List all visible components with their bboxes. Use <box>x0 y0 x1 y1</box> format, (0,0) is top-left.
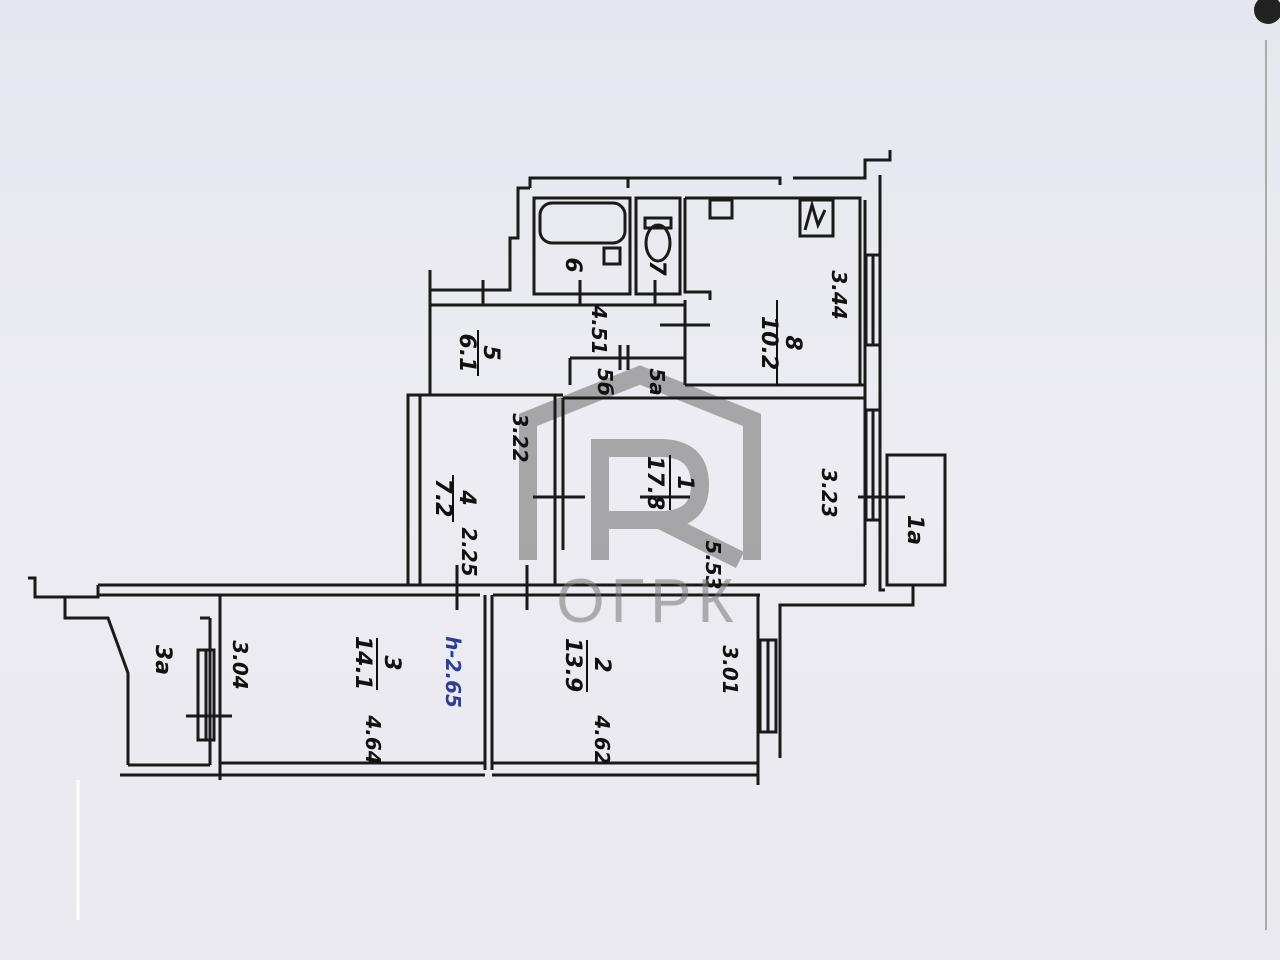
room-8: 8 10.2 <box>756 300 805 385</box>
room-7-id: 7 <box>644 260 669 276</box>
room-2-area: 13.9 <box>560 638 585 692</box>
dimension-2-25: 2.25 <box>457 527 481 576</box>
room-4: 4 7.2 <box>430 475 479 522</box>
room-3-area: 14.1 <box>350 636 375 690</box>
room-3: 3 14.1 <box>350 636 404 690</box>
dimension-5-53: 5.53 <box>701 540 725 589</box>
dimension-3-44: 3.44 <box>827 270 851 319</box>
room-3-id: 3 <box>379 655 404 670</box>
room-8-id: 8 <box>780 335 805 350</box>
room-5-id: 5 <box>478 345 503 360</box>
room-5-area: 6.1 <box>454 334 479 373</box>
room-1: 1 17.8 <box>642 455 697 510</box>
room-5: 5 6.1 <box>454 330 503 376</box>
room-5a-id: 5a <box>645 368 669 395</box>
dimension-3-23: 3.23 <box>817 468 841 517</box>
watermark-text: ОГРК <box>556 567 739 636</box>
room-2-id: 2 <box>589 657 614 672</box>
dimension-3-01: 3.01 <box>718 645 742 694</box>
room-1a-id: 1a <box>902 515 927 545</box>
ceiling-height-label: h-2.65 <box>441 636 465 708</box>
room-1-area: 17.8 <box>642 456 667 510</box>
dimension-4-62: 4.62 <box>590 714 614 764</box>
dimension-3-22: 3.22 <box>508 413 532 462</box>
walls <box>28 150 947 785</box>
room-5b-id: 5б <box>593 368 617 396</box>
room-8-area: 10.2 <box>756 316 781 370</box>
dimension-labels: 3.44 4.51 3.22 3.23 2.25 5.53 3.04 3.01 … <box>228 270 851 764</box>
watermark-logo <box>519 365 761 569</box>
scan-artifacts <box>76 0 1280 930</box>
room-1-id: 1 <box>672 475 697 490</box>
room-6-id: 6 <box>560 257 585 272</box>
dimension-4-51: 4.51 <box>587 304 611 354</box>
room-4-id: 4 <box>454 489 479 505</box>
room-2: 2 13.9 <box>560 638 614 692</box>
room-4-area: 7.2 <box>430 479 455 518</box>
room-3a-id: 3a <box>150 645 175 675</box>
dimension-3-04: 3.04 <box>228 640 252 689</box>
dimension-4-64: 4.64 <box>361 714 385 764</box>
